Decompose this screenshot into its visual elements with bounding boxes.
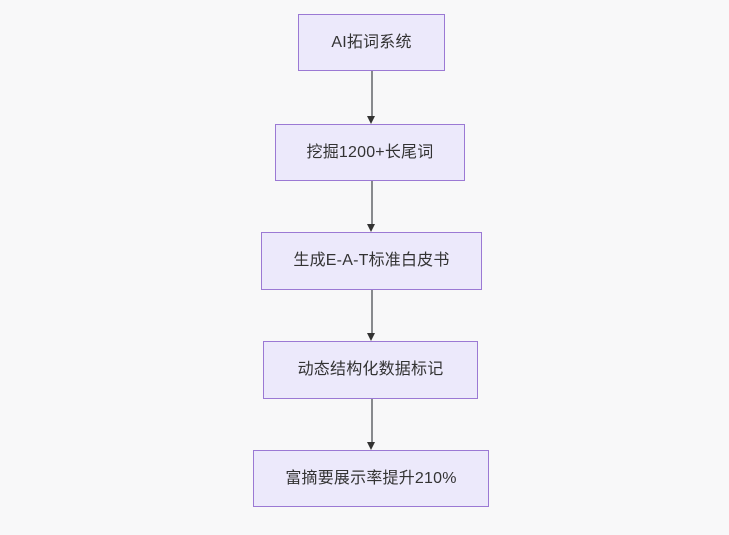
arrowhead-icon — [367, 333, 376, 341]
flow-node-label: 动态结构化数据标记 — [297, 361, 444, 379]
flow-node-label: 富摘要展示率提升210% — [285, 469, 457, 487]
flow-node-ai-expansion-system[interactable]: AI拓词系统 — [298, 14, 445, 71]
edge-line — [371, 399, 373, 442]
flow-node-rich-snippet-uplift[interactable]: 富摘要展示率提升210% — [253, 450, 489, 507]
edge-line — [371, 181, 373, 224]
arrowhead-icon — [367, 116, 376, 124]
edge-line — [371, 71, 373, 116]
arrowhead-icon — [367, 224, 376, 232]
flow-node-eat-whitepaper[interactable]: 生成E-A-T标准白皮书 — [261, 232, 482, 290]
flow-node-label: AI拓词系统 — [331, 33, 412, 51]
flow-node-label: 挖掘1200+长尾词 — [306, 143, 434, 161]
edge-line — [371, 290, 373, 333]
flow-node-longtail-keywords[interactable]: 挖掘1200+长尾词 — [275, 124, 465, 181]
arrowhead-icon — [367, 442, 376, 450]
flow-node-label: 生成E-A-T标准白皮书 — [293, 252, 450, 270]
flow-node-structured-data-markup[interactable]: 动态结构化数据标记 — [263, 341, 478, 399]
